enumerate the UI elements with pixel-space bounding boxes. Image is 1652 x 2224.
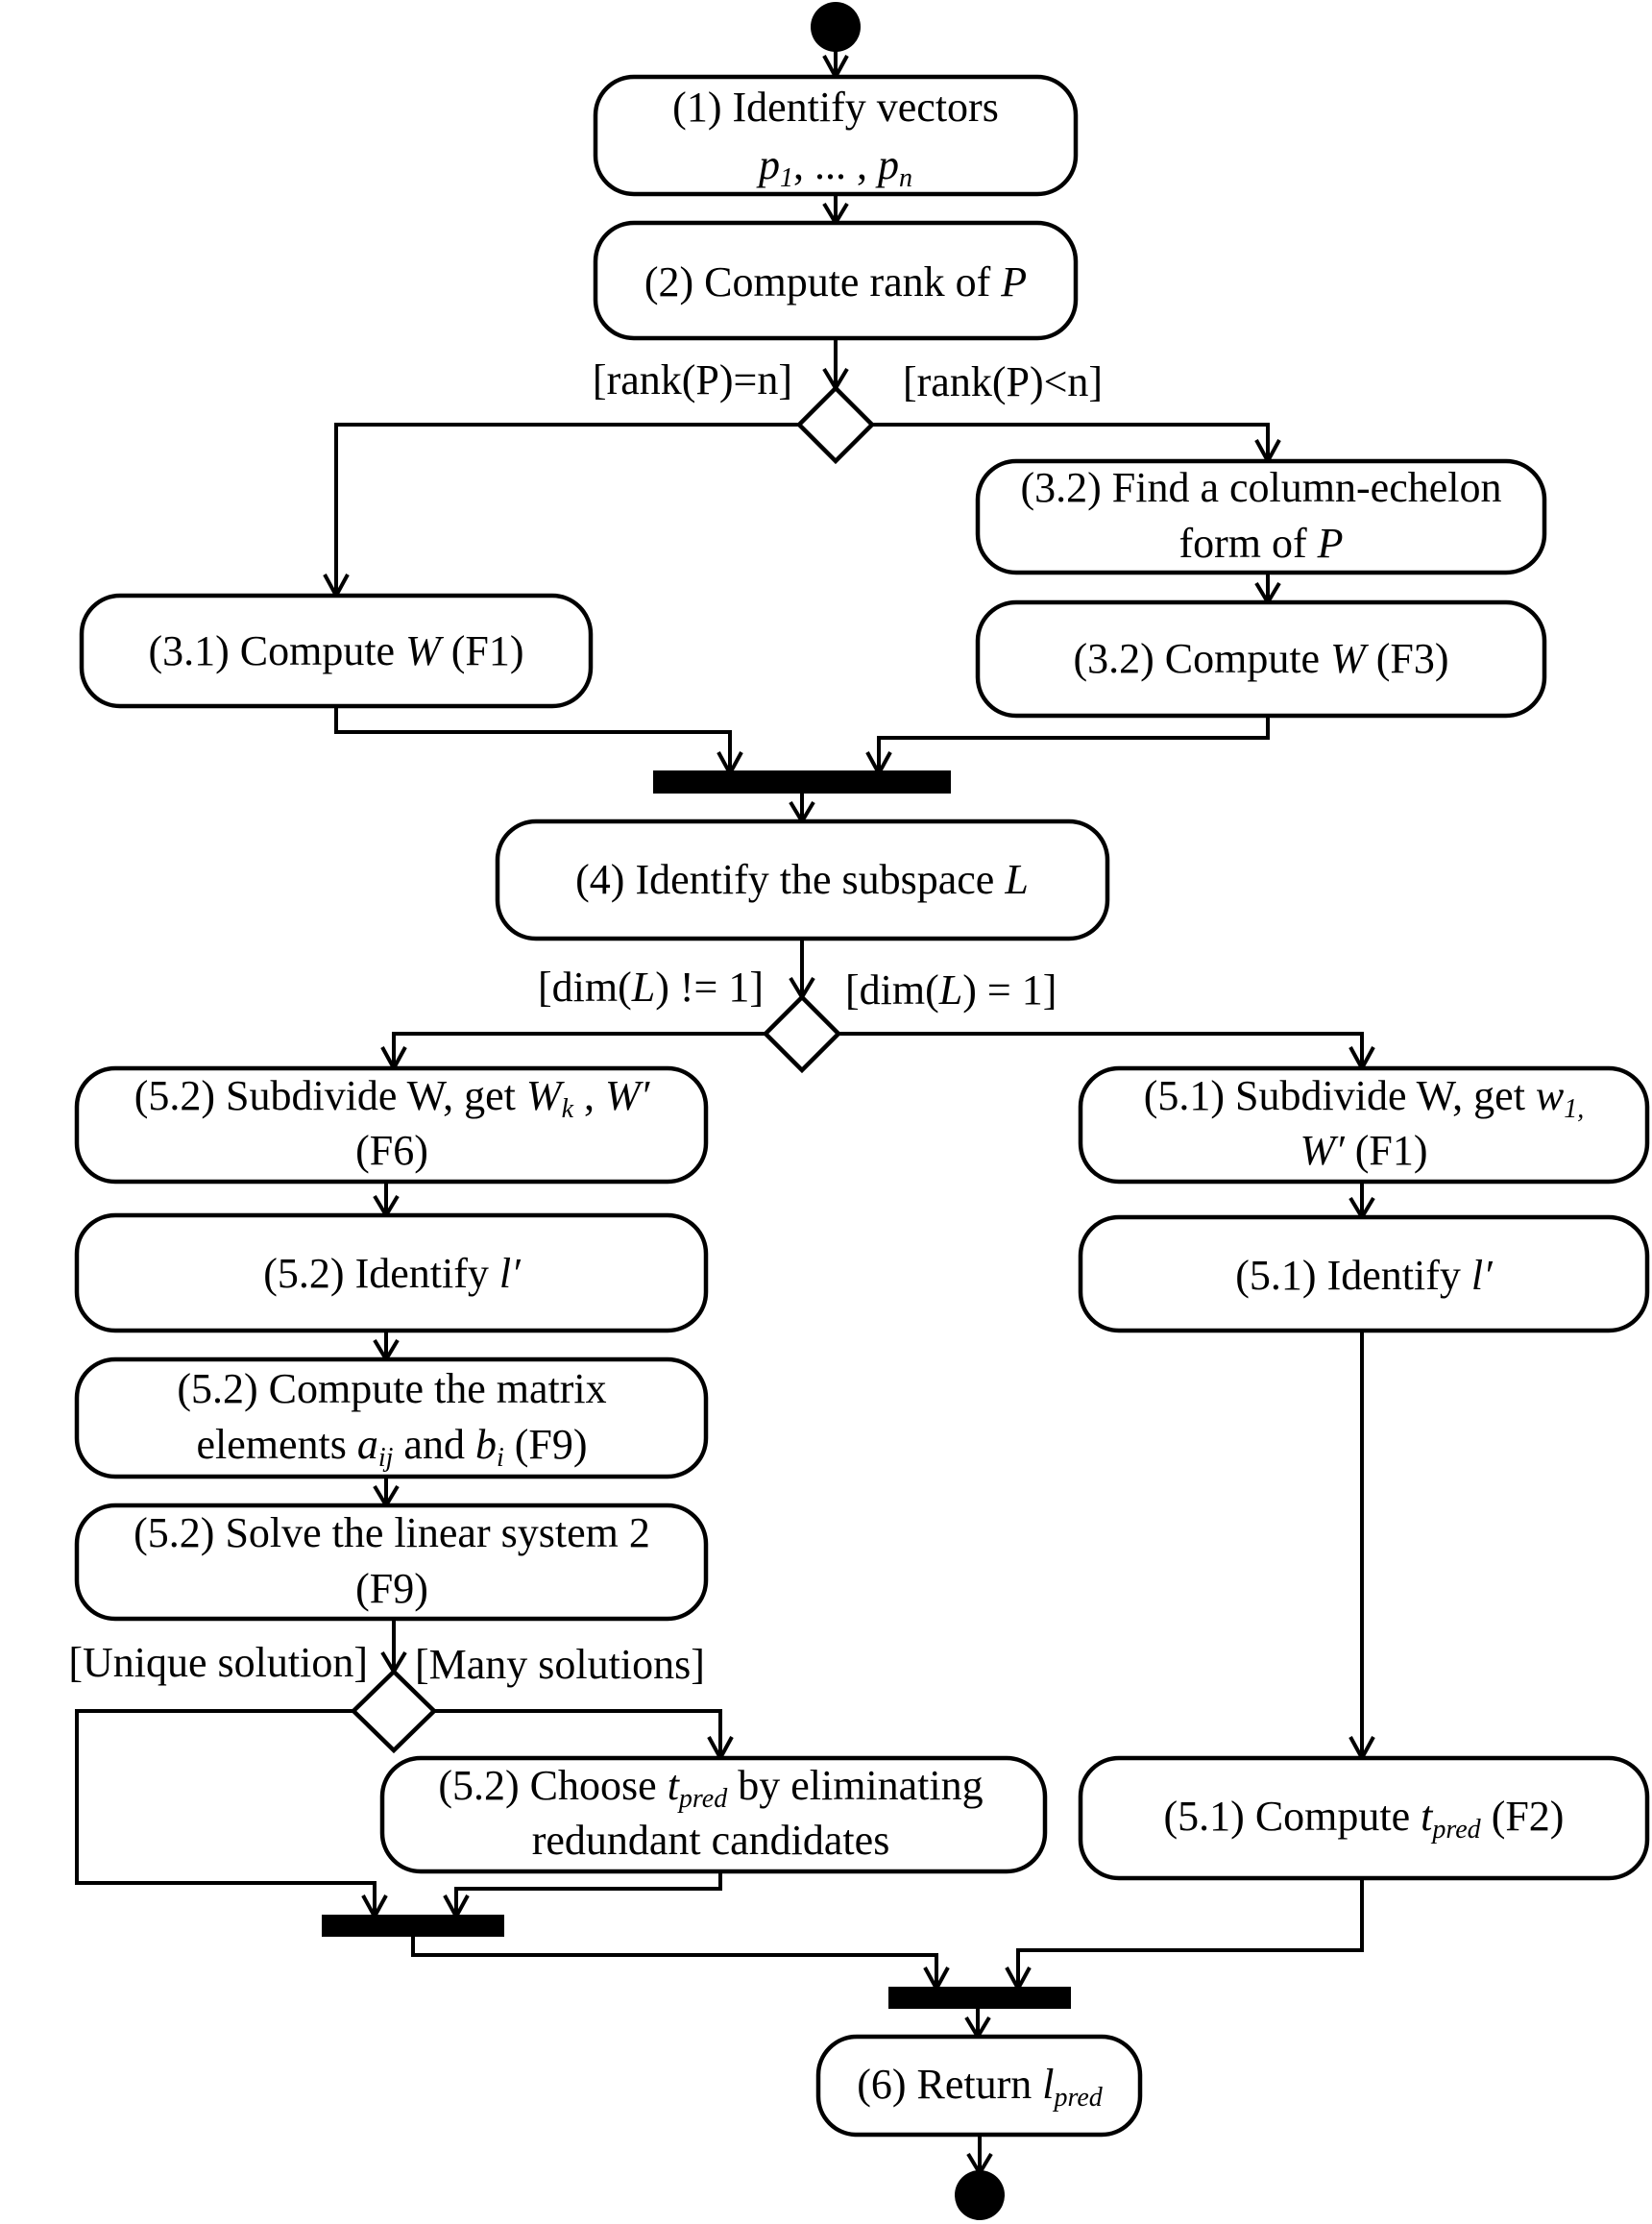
- action-identify-l-prime-52: (5.2) Identify l′: [74, 1212, 709, 1333]
- edge-n51c-to-join3: [1016, 1878, 1364, 1989]
- node-label-line2: redundant candidates: [532, 1817, 890, 1864]
- node-box: [593, 220, 1079, 341]
- guard-rank-less: [rank(P)<n]: [903, 358, 1103, 405]
- node-box: [975, 458, 1547, 575]
- node-label: (5.1) Compute tpred (F2): [1164, 1793, 1565, 1845]
- node-box: [74, 1212, 709, 1333]
- node-label: (3.1) Compute W (F1): [148, 627, 523, 674]
- node-box: [495, 819, 1110, 941]
- node-box: [74, 1065, 709, 1185]
- node-label-line1: (1) Identify vectors: [672, 84, 999, 131]
- edge-join2-to-join3: [411, 1937, 938, 1989]
- decision-dim: [762, 993, 842, 1074]
- edge-decision3-to-join2: [75, 1709, 377, 1917]
- guard-rank-equal: [rank(P)=n]: [593, 356, 792, 403]
- edges: [75, 29, 1375, 2177]
- initial-node: [811, 2, 861, 52]
- node-label-line2: elements aij and bi (F9): [196, 1421, 587, 1473]
- action-subdivide-w-f6: (5.2) Subdivide W, get Wk , W′ (F6): [74, 1065, 709, 1185]
- guard-many-solutions: [Many solutions]: [415, 1641, 705, 1688]
- edge-decision2-to-n51a: [838, 1032, 1364, 1068]
- node-label: (4) Identify the subspace L: [575, 856, 1029, 903]
- node-label-line1: (5.2) Choose tpred by eliminating: [438, 1762, 983, 1814]
- node-box: [379, 1755, 1048, 1874]
- action-subdivide-w-f1: (5.1) Subdivide W, get w1, W′ (F1): [1078, 1065, 1650, 1185]
- join-bar-3: [888, 1987, 1071, 2009]
- node-label: (3.2) Compute W (F3): [1073, 635, 1448, 682]
- edge-decision2-to-n52a: [392, 1032, 765, 1068]
- node-box: [593, 74, 1079, 197]
- node-label-line1: (5.2) Subdivide W, get Wk , W′: [134, 1072, 651, 1124]
- node-label: (2) Compute rank of P: [644, 258, 1027, 305]
- node-box: [74, 1356, 709, 1479]
- decision-rank: [795, 384, 876, 465]
- edge-decision3-to-n52e: [434, 1709, 722, 1758]
- edge-decision1-to-n31: [334, 423, 799, 596]
- node-box: [1078, 1755, 1650, 1881]
- action-identify-vectors: (1) Identify vectors p1, ... , pn: [593, 74, 1079, 197]
- node-label-line2: form of P: [1178, 520, 1343, 567]
- node-box: [815, 2034, 1143, 2138]
- join-bar-1: [653, 770, 951, 794]
- action-compute-rank: (2) Compute rank of P: [593, 220, 1079, 341]
- node-label-line2: (F6): [355, 1127, 428, 1174]
- edge-decision1-to-n32a: [872, 423, 1270, 461]
- node-box: [1078, 1065, 1650, 1185]
- edge-n52e-to-join2: [454, 1871, 722, 1917]
- node-label-line1: (5.2) Solve the linear system 2: [134, 1509, 650, 1556]
- node-box: [1078, 1214, 1650, 1333]
- node-label-line1: (3.2) Find a column-echelon: [1021, 464, 1502, 511]
- action-compute-tpred-f2: (5.1) Compute tpred (F2): [1078, 1755, 1650, 1881]
- action-identify-l-prime-51: (5.1) Identify l′: [1078, 1214, 1650, 1333]
- node-label-line2: p1, ... , pn: [756, 141, 912, 193]
- join-bar-2: [322, 1915, 504, 1937]
- edge-n32b-to-join1: [877, 716, 1270, 773]
- node-box: [79, 593, 594, 709]
- node-label: (6) Return lpred: [857, 2061, 1104, 2113]
- decision-solutions: [350, 1668, 438, 1754]
- action-solve-linear-system: (5.2) Solve the linear system 2 (F9): [74, 1503, 709, 1622]
- action-return-lpred: (6) Return lpred: [815, 2034, 1143, 2138]
- node-box: [74, 1503, 709, 1622]
- action-compute-w-f3: (3.2) Compute W (F3): [975, 599, 1547, 719]
- action-choose-tpred: (5.2) Choose tpred by eliminating redund…: [379, 1755, 1048, 1874]
- edge-n31-to-join1: [334, 706, 732, 773]
- guard-dim-one: [dim(L) = 1]: [845, 966, 1057, 1014]
- action-find-column-echelon: (3.2) Find a column-echelon form of P: [975, 458, 1547, 575]
- node-label-line1: (5.2) Compute the matrix: [177, 1365, 606, 1412]
- action-compute-matrix-elements: (5.2) Compute the matrix elements aij an…: [74, 1356, 709, 1479]
- guard-dim-not-one: [dim(L) != 1]: [538, 964, 764, 1011]
- node-box: [975, 599, 1547, 719]
- node-label-line2: W′ (F1): [1300, 1127, 1427, 1174]
- guard-unique-solution: [Unique solution]: [68, 1639, 368, 1686]
- node-label-line1: (5.1) Subdivide W, get w1,: [1144, 1072, 1585, 1124]
- action-compute-w-f1: (3.1) Compute W (F1): [79, 593, 594, 709]
- node-label: (5.2) Identify l′: [263, 1250, 522, 1297]
- final-node: [955, 2170, 1005, 2220]
- action-identify-subspace: (4) Identify the subspace L: [495, 819, 1110, 941]
- node-label: (5.1) Identify l′: [1235, 1252, 1494, 1299]
- node-label-line2: (F9): [355, 1565, 428, 1612]
